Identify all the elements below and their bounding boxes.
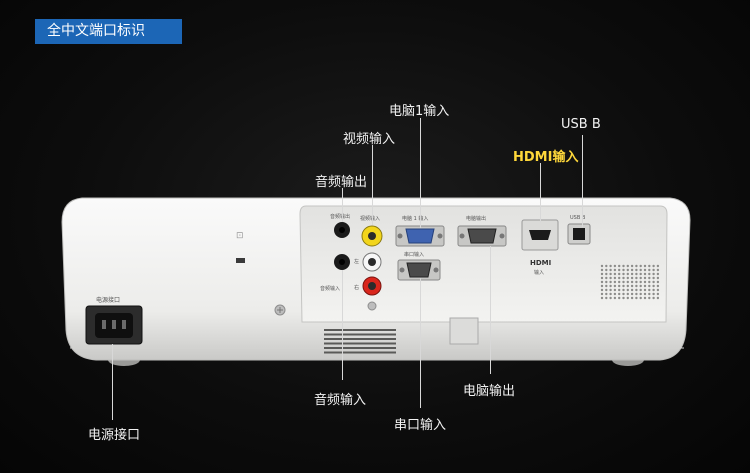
panel-label-pc1-in: 电脑 1 输入 xyxy=(402,215,428,222)
panel-label-serial-in: 串口输入 xyxy=(404,251,424,258)
callout-audio-out: 音频输出 xyxy=(315,175,368,190)
callout-line-usb-b xyxy=(582,135,583,227)
panel-label-hdmi-logo: HDMI xyxy=(530,259,551,267)
vent-slots xyxy=(324,329,396,354)
pc-out-vga-port xyxy=(457,225,507,247)
callout-audio-in: 音频输入 xyxy=(314,393,367,408)
callout-line-pc-out xyxy=(490,246,491,374)
callout-usb-b: USB B xyxy=(561,117,601,132)
usb-b-port xyxy=(567,223,591,245)
panel-label-pc-out: 电脑输出 xyxy=(466,215,486,222)
serial-in-port xyxy=(397,259,441,281)
speaker-grille xyxy=(600,264,660,300)
audio-in-jack xyxy=(334,254,350,270)
callout-video-in: 视频输入 xyxy=(343,132,396,147)
lock-icon: ⊡ xyxy=(236,231,244,241)
page-title: 全中文端口标识 xyxy=(35,19,182,44)
panel-screw xyxy=(367,301,377,311)
callout-hdmi-in: HDMI输入 xyxy=(513,150,579,165)
callout-line-pc1-in xyxy=(420,118,421,228)
panel-label-audio-out: 音频输出 xyxy=(330,213,350,220)
audio-left-rca-jack xyxy=(362,252,382,272)
panel-label-left: 左 xyxy=(354,258,359,265)
power-socket xyxy=(85,305,143,345)
callout-line-audio-out xyxy=(342,188,343,222)
panel-label-hdmi-in: 输入 xyxy=(534,269,544,276)
panel-label-video-in: 视频输入 xyxy=(360,215,380,222)
callout-pc-out: 电脑输出 xyxy=(463,384,516,399)
audio-right-rca-jack xyxy=(362,276,382,296)
callout-line-serial-in xyxy=(420,278,421,408)
video-in-rca-jack xyxy=(361,225,383,247)
panel-label-audio-in: 音频输入 xyxy=(320,285,340,292)
callout-line-power xyxy=(112,344,113,420)
kensington-slot xyxy=(236,258,245,263)
callout-line-audio-in xyxy=(342,270,343,380)
callout-pc1-in: 电脑1输入 xyxy=(389,104,450,119)
callout-power: 电源接口 xyxy=(88,428,141,443)
hdmi-in-port xyxy=(521,219,559,251)
panel-label-right: 右 xyxy=(354,284,359,291)
callout-serial-in: 串口输入 xyxy=(394,418,447,433)
callout-line-video-in xyxy=(372,145,373,225)
callout-line-hdmi-in xyxy=(540,163,541,223)
audio-out-jack xyxy=(334,222,350,238)
panel-label-power: 电源接口 xyxy=(96,296,120,304)
pc1-in-vga-port xyxy=(395,225,445,247)
panel-label-usb-b: USB B xyxy=(570,215,586,221)
bottom-notch xyxy=(449,317,479,345)
